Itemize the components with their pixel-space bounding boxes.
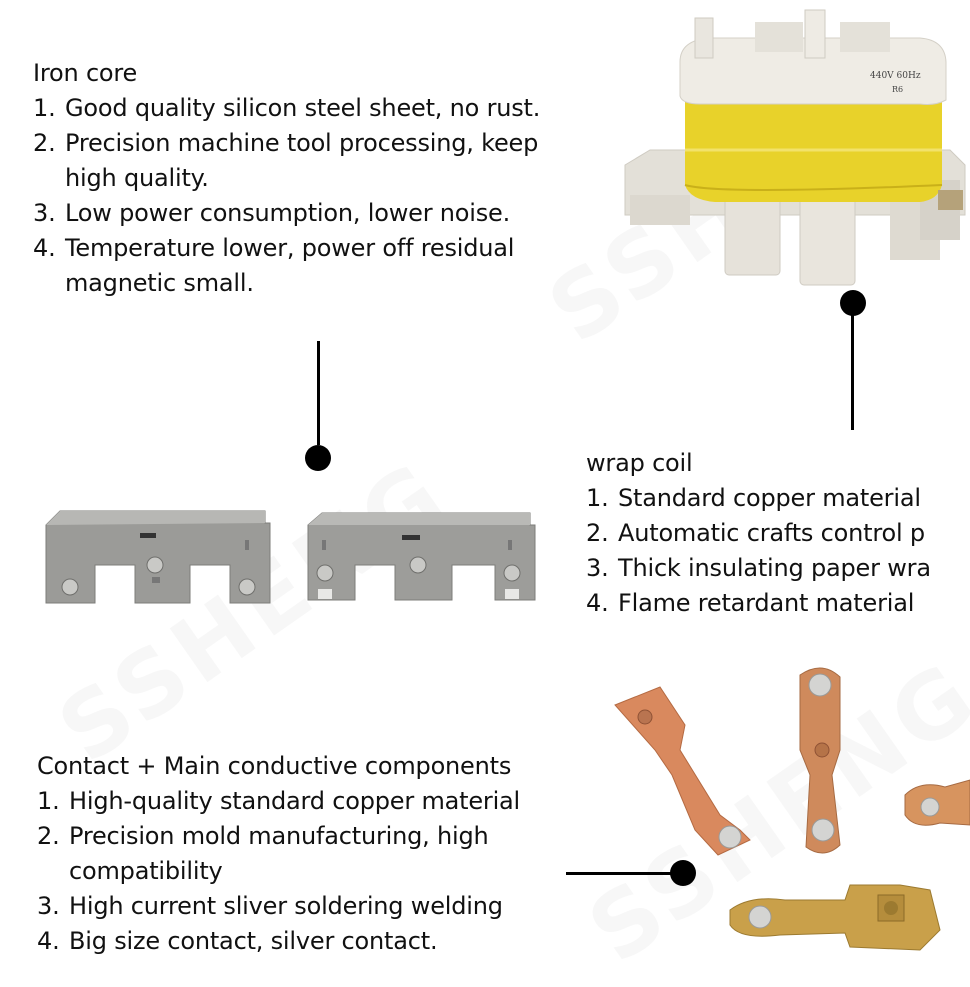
iron-core-list: 1. Good quality silicon steel sheet, no r…	[33, 91, 540, 301]
list-item: 1. High-quality standard copper material	[37, 784, 520, 819]
list-item-number: 2.	[586, 519, 609, 547]
coil-rating-text: 440V 60Hz	[870, 71, 921, 81]
list-item-line: Precision machine tool processing, keep	[65, 129, 539, 157]
list-item: 3. Thick insulating paper wra	[586, 551, 931, 586]
list-item-line: Automatic crafts control p	[618, 519, 925, 547]
list-item: 1. Good quality silicon steel sheet, no r…	[33, 91, 540, 126]
list-item-text: High current sliver soldering welding	[69, 889, 503, 924]
list-item-text: Standard copper material	[618, 481, 921, 516]
list-item-text: Precision mold manufacturing, high compat…	[69, 819, 489, 889]
list-item-text: Automatic crafts control p	[618, 516, 925, 551]
list-item-number: 1.	[586, 484, 609, 512]
contact-title: Contact + Main conductive components	[37, 752, 512, 780]
list-item-line: Big size contact, silver contact.	[69, 927, 438, 955]
list-item-line: High current sliver soldering welding	[69, 892, 503, 920]
list-item: 4. Big size contact, silver contact.	[37, 924, 520, 959]
list-item: 1. Standard copper material	[586, 481, 931, 516]
iron-core-connector-line	[317, 341, 320, 445]
list-item-number: 1.	[37, 787, 60, 815]
iron-core-image	[45, 510, 536, 604]
list-item-text: Big size contact, silver contact.	[69, 924, 438, 959]
coil-image: 440V 60Hz R6	[624, 9, 966, 286]
list-item: 2. Automatic crafts control p	[586, 516, 931, 551]
list-item-line: Temperature lower, power off residual	[65, 234, 515, 262]
list-item-number: 3.	[33, 199, 56, 227]
contact-connector-dot	[670, 860, 696, 886]
wrap-coil-title: wrap coil	[586, 449, 693, 477]
list-item-line: Standard copper material	[618, 484, 921, 512]
contact-section: Contact + Main conductive components 1. H…	[37, 749, 520, 959]
wrap-coil-list: 1. Standard copper material 2. Automatic cr…	[586, 481, 931, 621]
iron-core-connector-dot	[305, 445, 331, 471]
list-item-line: Thick insulating paper wra	[618, 554, 931, 582]
list-item-text: Low power consumption, lower noise.	[65, 196, 510, 231]
list-item-number: 2.	[33, 129, 56, 157]
contact-connector-line	[566, 872, 682, 875]
list-item-line: Good quality silicon steel sheet, no rus…	[65, 94, 541, 122]
wrap-coil-section: wrap coil 1. Standard copper material 2. Au…	[586, 446, 931, 621]
list-item-line: Low power consumption, lower noise.	[65, 199, 511, 227]
list-item: 4. Flame retardant material	[586, 586, 931, 621]
copper-contacts-image	[614, 667, 970, 951]
list-item-line: high quality.	[65, 164, 209, 192]
list-item-number: 2.	[37, 822, 60, 850]
list-item-number: 4.	[586, 589, 609, 617]
list-item-number: 3.	[586, 554, 609, 582]
list-item-text: Good quality silicon steel sheet, no rus…	[65, 91, 540, 126]
list-item-text: Precision machine tool processing, keep h…	[65, 126, 538, 196]
list-item-number: 1.	[33, 94, 56, 122]
iron-core-section: Iron core 1. Good quality silicon steel s…	[33, 56, 540, 301]
list-item-text: Temperature lower, power off residual mag…	[65, 231, 514, 301]
list-item: 4. Temperature lower, power off residual m…	[33, 231, 540, 301]
list-item: 3. Low power consumption, lower noise.	[33, 196, 540, 231]
iron-core-title: Iron core	[33, 59, 138, 87]
list-item: 3. High current sliver soldering welding	[37, 889, 520, 924]
list-item-text: High-quality standard copper material	[69, 784, 520, 819]
coil-connector-line	[851, 310, 854, 430]
list-item-number: 4.	[37, 927, 60, 955]
list-item-line: magnetic small.	[65, 269, 254, 297]
list-item-number: 4.	[33, 234, 56, 262]
list-item-line: compatibility	[69, 857, 223, 885]
list-item-line: Flame retardant material	[618, 589, 915, 617]
list-item-text: Thick insulating paper wra	[618, 551, 931, 586]
list-item: 2. Precision machine tool processing, kee…	[33, 126, 540, 196]
contact-list: 1. High-quality standard copper material 2…	[37, 784, 520, 959]
list-item-line: High-quality standard copper material	[69, 787, 521, 815]
list-item-number: 3.	[37, 892, 60, 920]
list-item-text: Flame retardant material	[618, 586, 914, 621]
coil-code-text: R6	[892, 85, 903, 94]
list-item: 2. Precision mold manufacturing, high comp…	[37, 819, 520, 889]
list-item-line: Precision mold manufacturing, high	[69, 822, 489, 850]
